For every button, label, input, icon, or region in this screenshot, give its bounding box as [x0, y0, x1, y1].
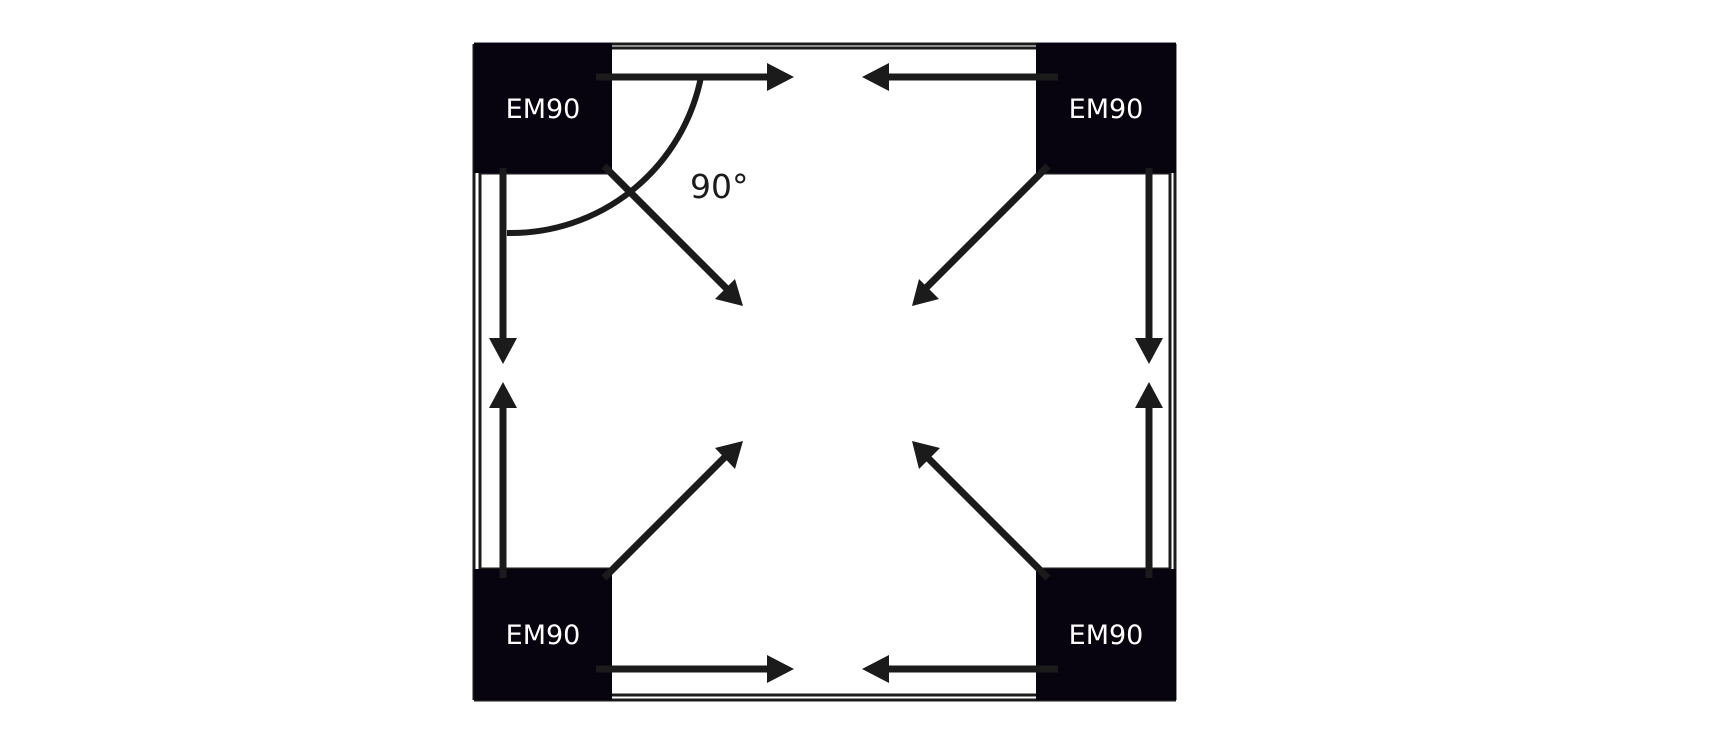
arrowhead-icon — [715, 279, 743, 306]
unit-label: EM90 — [1069, 94, 1144, 125]
unit-label: EM90 — [506, 94, 581, 125]
arrowhead-icon — [912, 441, 940, 469]
unit-label: EM90 — [1069, 620, 1144, 651]
arrow-top-left-diagonal — [601, 163, 733, 295]
arrow-top-right-diagonal — [919, 163, 1051, 295]
unit-label: EM90 — [506, 620, 581, 651]
arrowhead-icon — [1135, 338, 1163, 364]
arrowhead-icon — [912, 279, 939, 306]
arrowhead-icon — [767, 655, 794, 683]
unit-bottom-left: EM90 — [474, 569, 612, 700]
unit-top-right: EM90 — [1036, 43, 1176, 173]
arrow-bottom-left-diagonal — [601, 449, 733, 581]
arrowhead-icon — [862, 63, 889, 91]
arrowhead-icon — [862, 655, 889, 683]
arrowhead-icon — [767, 63, 794, 91]
unit-bottom-right: EM90 — [1036, 569, 1176, 700]
arrowhead-icon — [489, 338, 517, 364]
unit-top-left: EM90 — [474, 43, 612, 173]
angle-label: 90° — [690, 167, 749, 206]
arrowhead-icon — [1135, 382, 1163, 408]
angle-arc — [506, 76, 704, 237]
arrow-bottom-right-diagonal — [919, 449, 1051, 581]
arrowheads — [489, 63, 1163, 683]
arrowhead-icon — [489, 382, 517, 408]
arrowhead-icon — [715, 441, 743, 469]
